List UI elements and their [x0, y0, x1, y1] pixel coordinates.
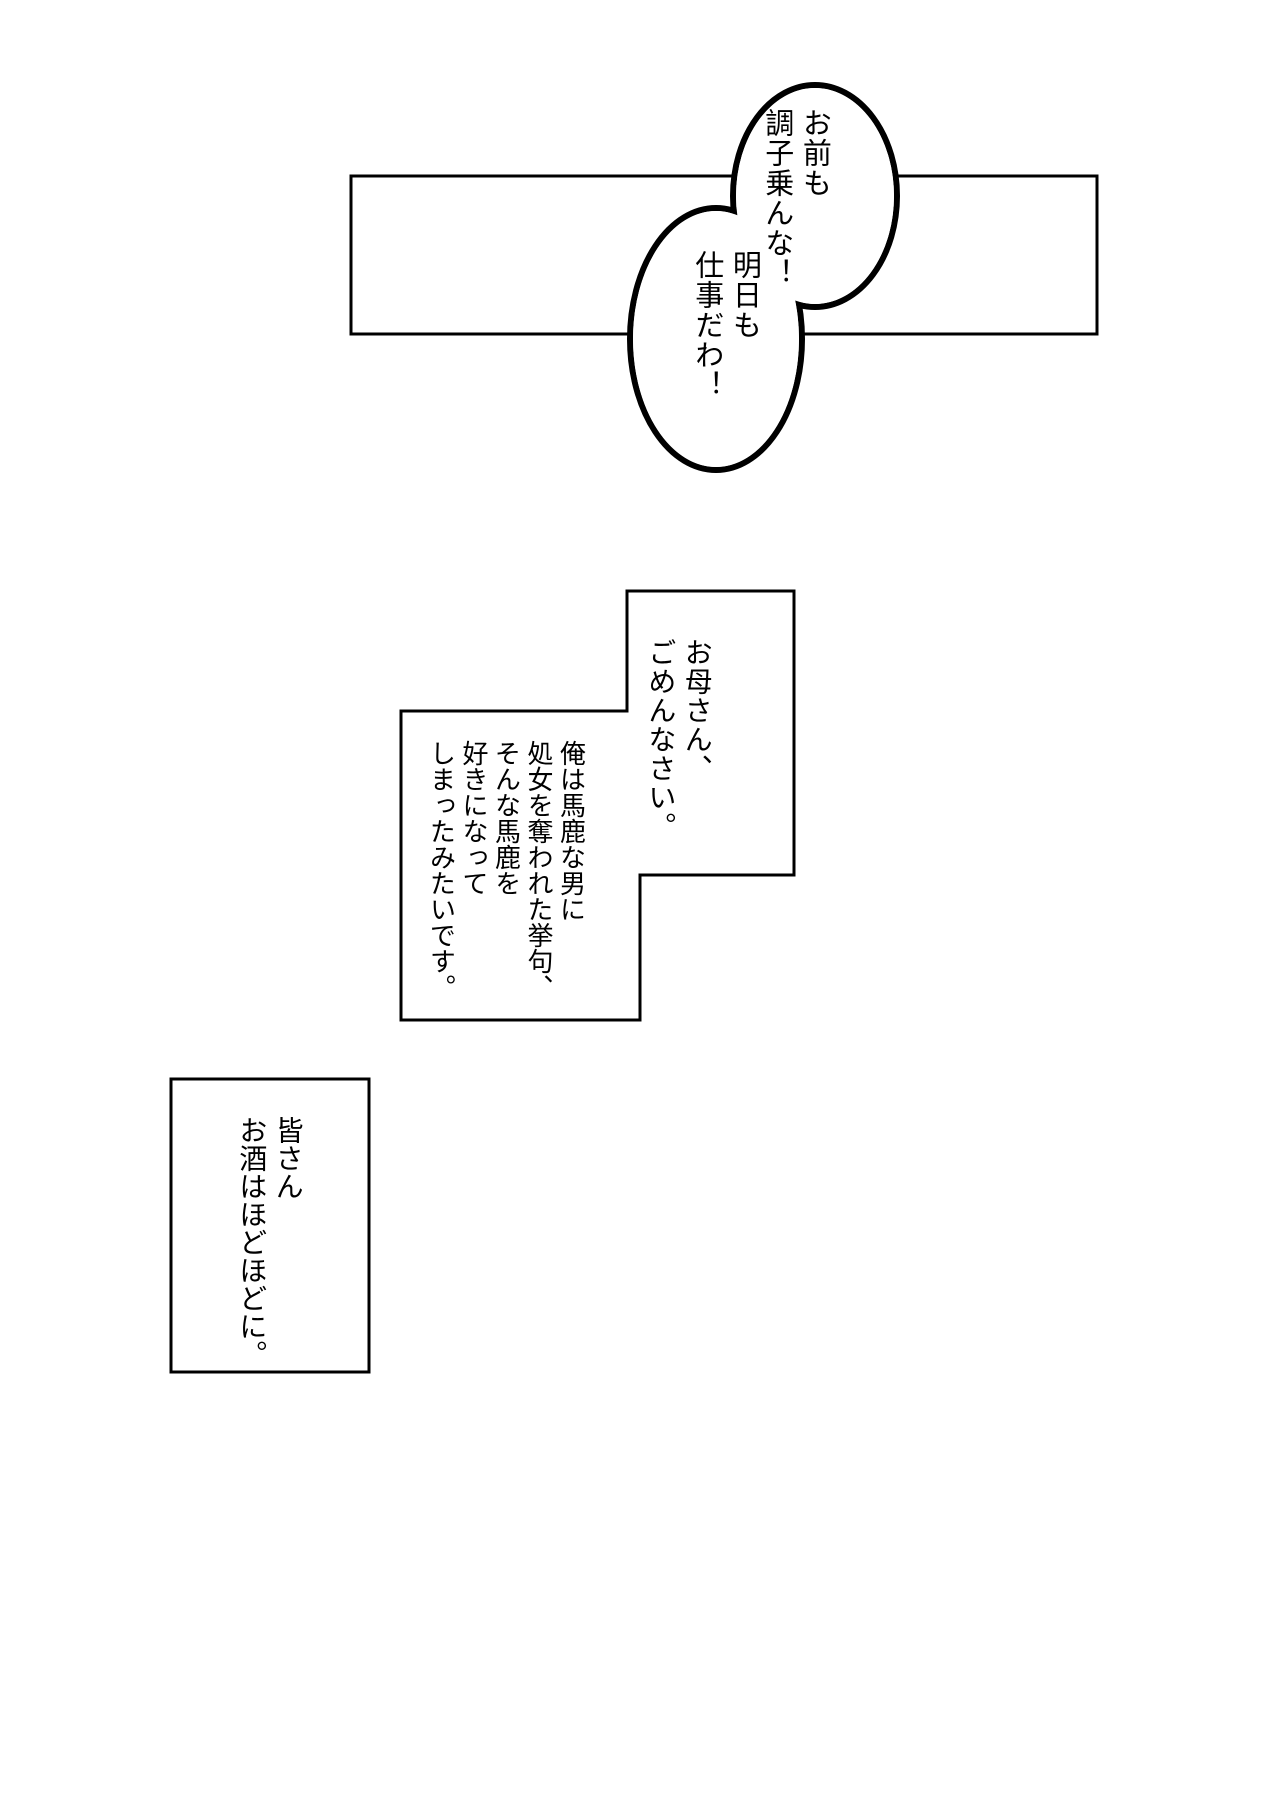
speech-bubble-group: [627, 82, 900, 473]
caption-text-mother: お母さん、 ごめんなさい。: [644, 638, 714, 841]
caption-panel-bottom: [169, 1077, 371, 1374]
speech-text-bottom: 明日も 仕事だわ！: [690, 250, 763, 400]
speech-bubble-bottom-fill: [633, 211, 799, 467]
caption-text-sake: 皆さん お酒はほどほどに。: [235, 1116, 305, 1368]
caption-panel-stepped: [399, 589, 796, 1022]
caption-text-confession: 俺は馬鹿な男に 処女を奪われた挙句、 そんな馬鹿を 好きになって しまったみたい…: [425, 740, 586, 1000]
speech-text-top: お前も 調子乗んな！: [760, 108, 833, 288]
